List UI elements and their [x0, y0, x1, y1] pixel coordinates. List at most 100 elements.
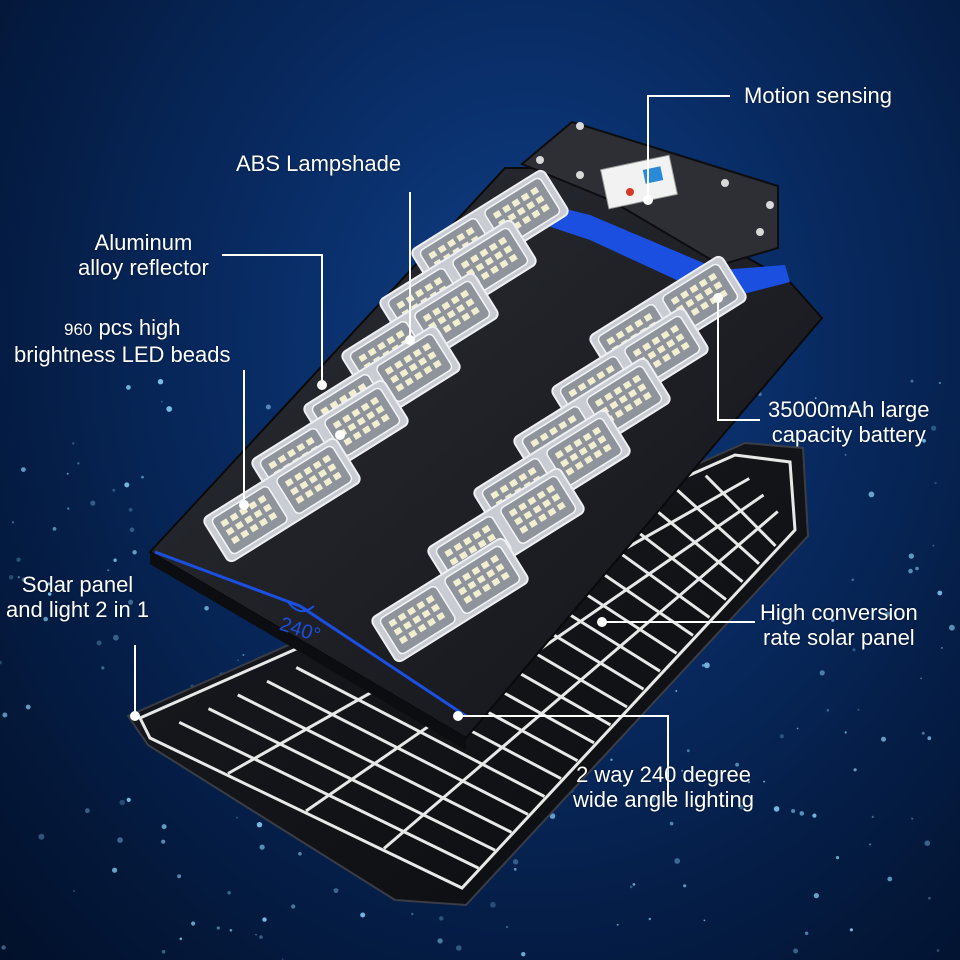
particle-dot: [853, 768, 857, 772]
particle-dot: [814, 397, 817, 399]
particle-dot: [819, 670, 825, 676]
particle-dot: [779, 734, 784, 739]
particle-dot: [101, 666, 105, 670]
particle-dot: [333, 888, 339, 893]
particle-dot: [616, 923, 619, 926]
particle-dot: [157, 379, 164, 385]
callout-lines: [134, 95, 760, 800]
particle-dot: [113, 558, 117, 562]
particle-dot: [669, 821, 674, 826]
particle-dot: [129, 527, 135, 533]
particle-dot: [763, 780, 766, 783]
particle-dot: [11, 521, 14, 524]
particle-dot: [21, 467, 26, 472]
particle-dot: [915, 566, 919, 571]
particle-dot: [262, 917, 267, 922]
particle-dot: [259, 935, 263, 939]
particle-dot: [66, 472, 69, 475]
particle-dot: [738, 804, 744, 810]
particle-dot: [113, 634, 119, 641]
particle-dot: [934, 482, 937, 485]
particle-dot: [512, 859, 519, 865]
particle-dot: [1, 945, 6, 950]
particle-dot: [911, 817, 914, 820]
particle-dot: [773, 806, 780, 812]
particle-dot: [747, 780, 751, 784]
particle-dot: [835, 856, 840, 860]
particle-dot: [686, 749, 690, 753]
particle-dot: [67, 507, 70, 510]
particle-dot: [298, 852, 302, 856]
particle-dot: [161, 949, 166, 954]
particle-dot: [931, 425, 937, 431]
particle-dot: [2, 712, 8, 718]
particle-dot: [259, 844, 265, 850]
particle-dot: [85, 808, 90, 814]
particle-dot: [549, 813, 556, 819]
particle-dot: [938, 382, 941, 384]
particle-dot: [160, 400, 163, 403]
particle-dot: [141, 475, 144, 479]
particle-dot: [844, 453, 847, 456]
callout-battery: 35000mAh large capacity battery: [768, 397, 930, 447]
particle-dot: [132, 550, 137, 555]
particle-dot: [411, 912, 414, 916]
particle-dot: [648, 917, 651, 921]
particle-dot: [683, 884, 687, 888]
particle-dot: [8, 575, 14, 580]
callout-dots: [130, 195, 723, 721]
particle-dot: [256, 822, 263, 828]
particle-dot: [799, 811, 805, 816]
particle-dot: [119, 799, 125, 806]
particle-dot: [21, 577, 26, 582]
particle-dot: [73, 890, 76, 892]
particle-dot: [852, 648, 856, 652]
callout-reflector: Aluminum alloy reflector: [78, 230, 209, 280]
particle-dot: [924, 840, 931, 846]
particle-dot: [177, 874, 182, 879]
particle-dot: [128, 508, 133, 512]
particle-dot: [826, 708, 830, 712]
particle-dot: [291, 904, 296, 909]
particle-dot: [0, 660, 2, 665]
particle-dot: [437, 938, 443, 944]
particle-dot: [16, 557, 21, 562]
particle-dot: [881, 736, 886, 742]
particle-dot: [936, 949, 940, 952]
particle-dot: [937, 590, 943, 596]
particle-dot: [125, 385, 131, 390]
particle-dot: [848, 405, 854, 410]
particle-dot: [216, 926, 220, 930]
particle-dot: [47, 592, 52, 596]
particle-dot: [869, 843, 872, 846]
particle-dot: [112, 488, 116, 492]
particle-dot: [910, 379, 914, 383]
particle-dot: [90, 500, 96, 506]
particle-dot: [112, 867, 118, 873]
particle-dot: [927, 736, 932, 741]
particle-dot: [681, 770, 683, 772]
particle-dot: [17, 576, 20, 579]
particle-dot: [949, 624, 955, 631]
particle-dot: [813, 893, 820, 899]
particle-dot: [735, 762, 739, 767]
particle-dot: [844, 731, 847, 734]
particle-dot: [360, 912, 366, 918]
particle-dot: [126, 797, 131, 803]
particle-dot: [831, 618, 835, 622]
particle-dot: [791, 809, 796, 813]
callout-motion-sensing: Motion sensing: [744, 83, 892, 108]
particle-dot: [204, 606, 209, 611]
particle-dot: [166, 406, 173, 412]
particle-dot: [236, 816, 238, 819]
particle-dot: [38, 833, 45, 840]
panel-gridline: [383, 510, 779, 850]
particle-dot: [941, 647, 943, 649]
particle-dot: [237, 659, 239, 661]
particle-dot: [124, 482, 130, 488]
particle-dot: [513, 867, 517, 871]
particle-dot: [47, 582, 51, 586]
particle-dot: [805, 931, 809, 935]
particle-dot: [871, 815, 874, 819]
